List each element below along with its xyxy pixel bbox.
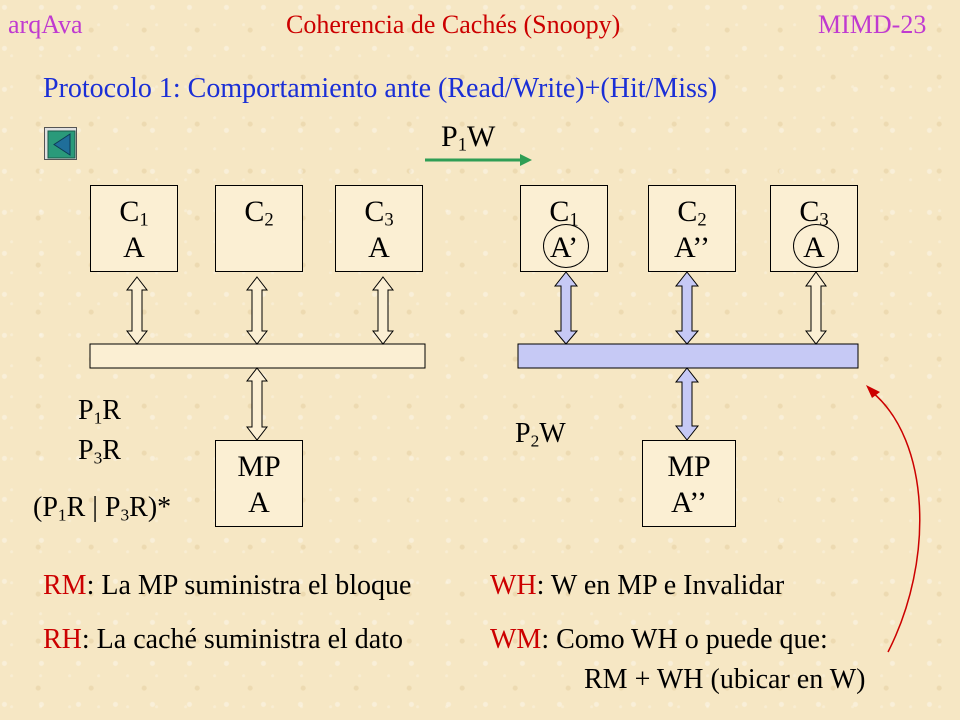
back-arrow-icon — [47, 130, 76, 159]
memory-value: A’’ — [670, 486, 708, 519]
cache-value: A — [123, 231, 145, 264]
right-link-c1 — [553, 271, 579, 345]
cache-name: C2 — [677, 195, 707, 231]
header-left: arqAva — [8, 10, 83, 39]
op-p1r: P1R — [78, 395, 121, 428]
right-bus — [517, 343, 859, 369]
memory-name: MP — [667, 450, 711, 483]
op-p2w: P2W — [515, 418, 566, 451]
back-button[interactable] — [44, 127, 77, 160]
subtitle: Protocolo 1: Comportamiento ante (Read/W… — [43, 73, 718, 104]
invalid-marker — [543, 224, 589, 268]
cache-name: C1 — [549, 195, 579, 231]
legend-wh: WH: W en MP e Invalidar — [490, 570, 785, 601]
left-bus — [89, 343, 426, 369]
left-cache-3: C3 A — [335, 185, 423, 272]
memory-value: A — [248, 486, 270, 519]
transition-arrow-head — [520, 154, 532, 166]
transition-label: P1W — [441, 120, 496, 156]
op-sequence: (P1R | P3R)* — [33, 492, 172, 525]
right-cache-1: C1 A’ — [520, 185, 608, 272]
left-memory: MP A — [215, 440, 303, 527]
right-memory: MP A’’ — [642, 440, 736, 527]
left-link-c2 — [245, 276, 269, 345]
left-cache-1: C1 A — [90, 185, 178, 272]
right-cache-2: C2 A’’ — [648, 185, 736, 272]
memory-name: MP — [237, 450, 281, 483]
op-p3r: P3R — [78, 435, 121, 468]
cache-name: C1 — [119, 195, 149, 231]
right-link-c2 — [674, 271, 700, 345]
cache-name: C3 — [364, 195, 394, 231]
cache-value: A’’ — [673, 231, 711, 264]
page-title: Coherencia de Cachés (Snoopy) — [286, 10, 621, 39]
invalid-marker — [793, 224, 839, 268]
legend-wm-detail: RM + WH (ubicar en W) — [584, 664, 866, 695]
legend-rh: RH: La caché suministra el dato — [43, 624, 404, 655]
left-cache-2: C2 — [215, 185, 303, 272]
red-curve-arrow-head — [866, 385, 880, 398]
left-link-c1 — [125, 276, 149, 345]
right-cache-3: C3 A — [770, 185, 858, 272]
right-link-c3 — [804, 271, 828, 345]
cache-name: C2 — [244, 195, 274, 231]
cache-value: A — [368, 231, 390, 264]
header-right: MIMD-23 — [818, 10, 927, 39]
red-curve-arrow — [871, 391, 921, 653]
right-link-mp — [674, 367, 700, 441]
legend-rm: RM: La MP suministra el bloque — [43, 570, 412, 601]
legend-wm: WM: Como WH o puede que: — [490, 624, 828, 655]
left-link-c3 — [371, 276, 395, 345]
cache-name: C3 — [799, 195, 829, 231]
left-link-mp — [245, 367, 269, 441]
